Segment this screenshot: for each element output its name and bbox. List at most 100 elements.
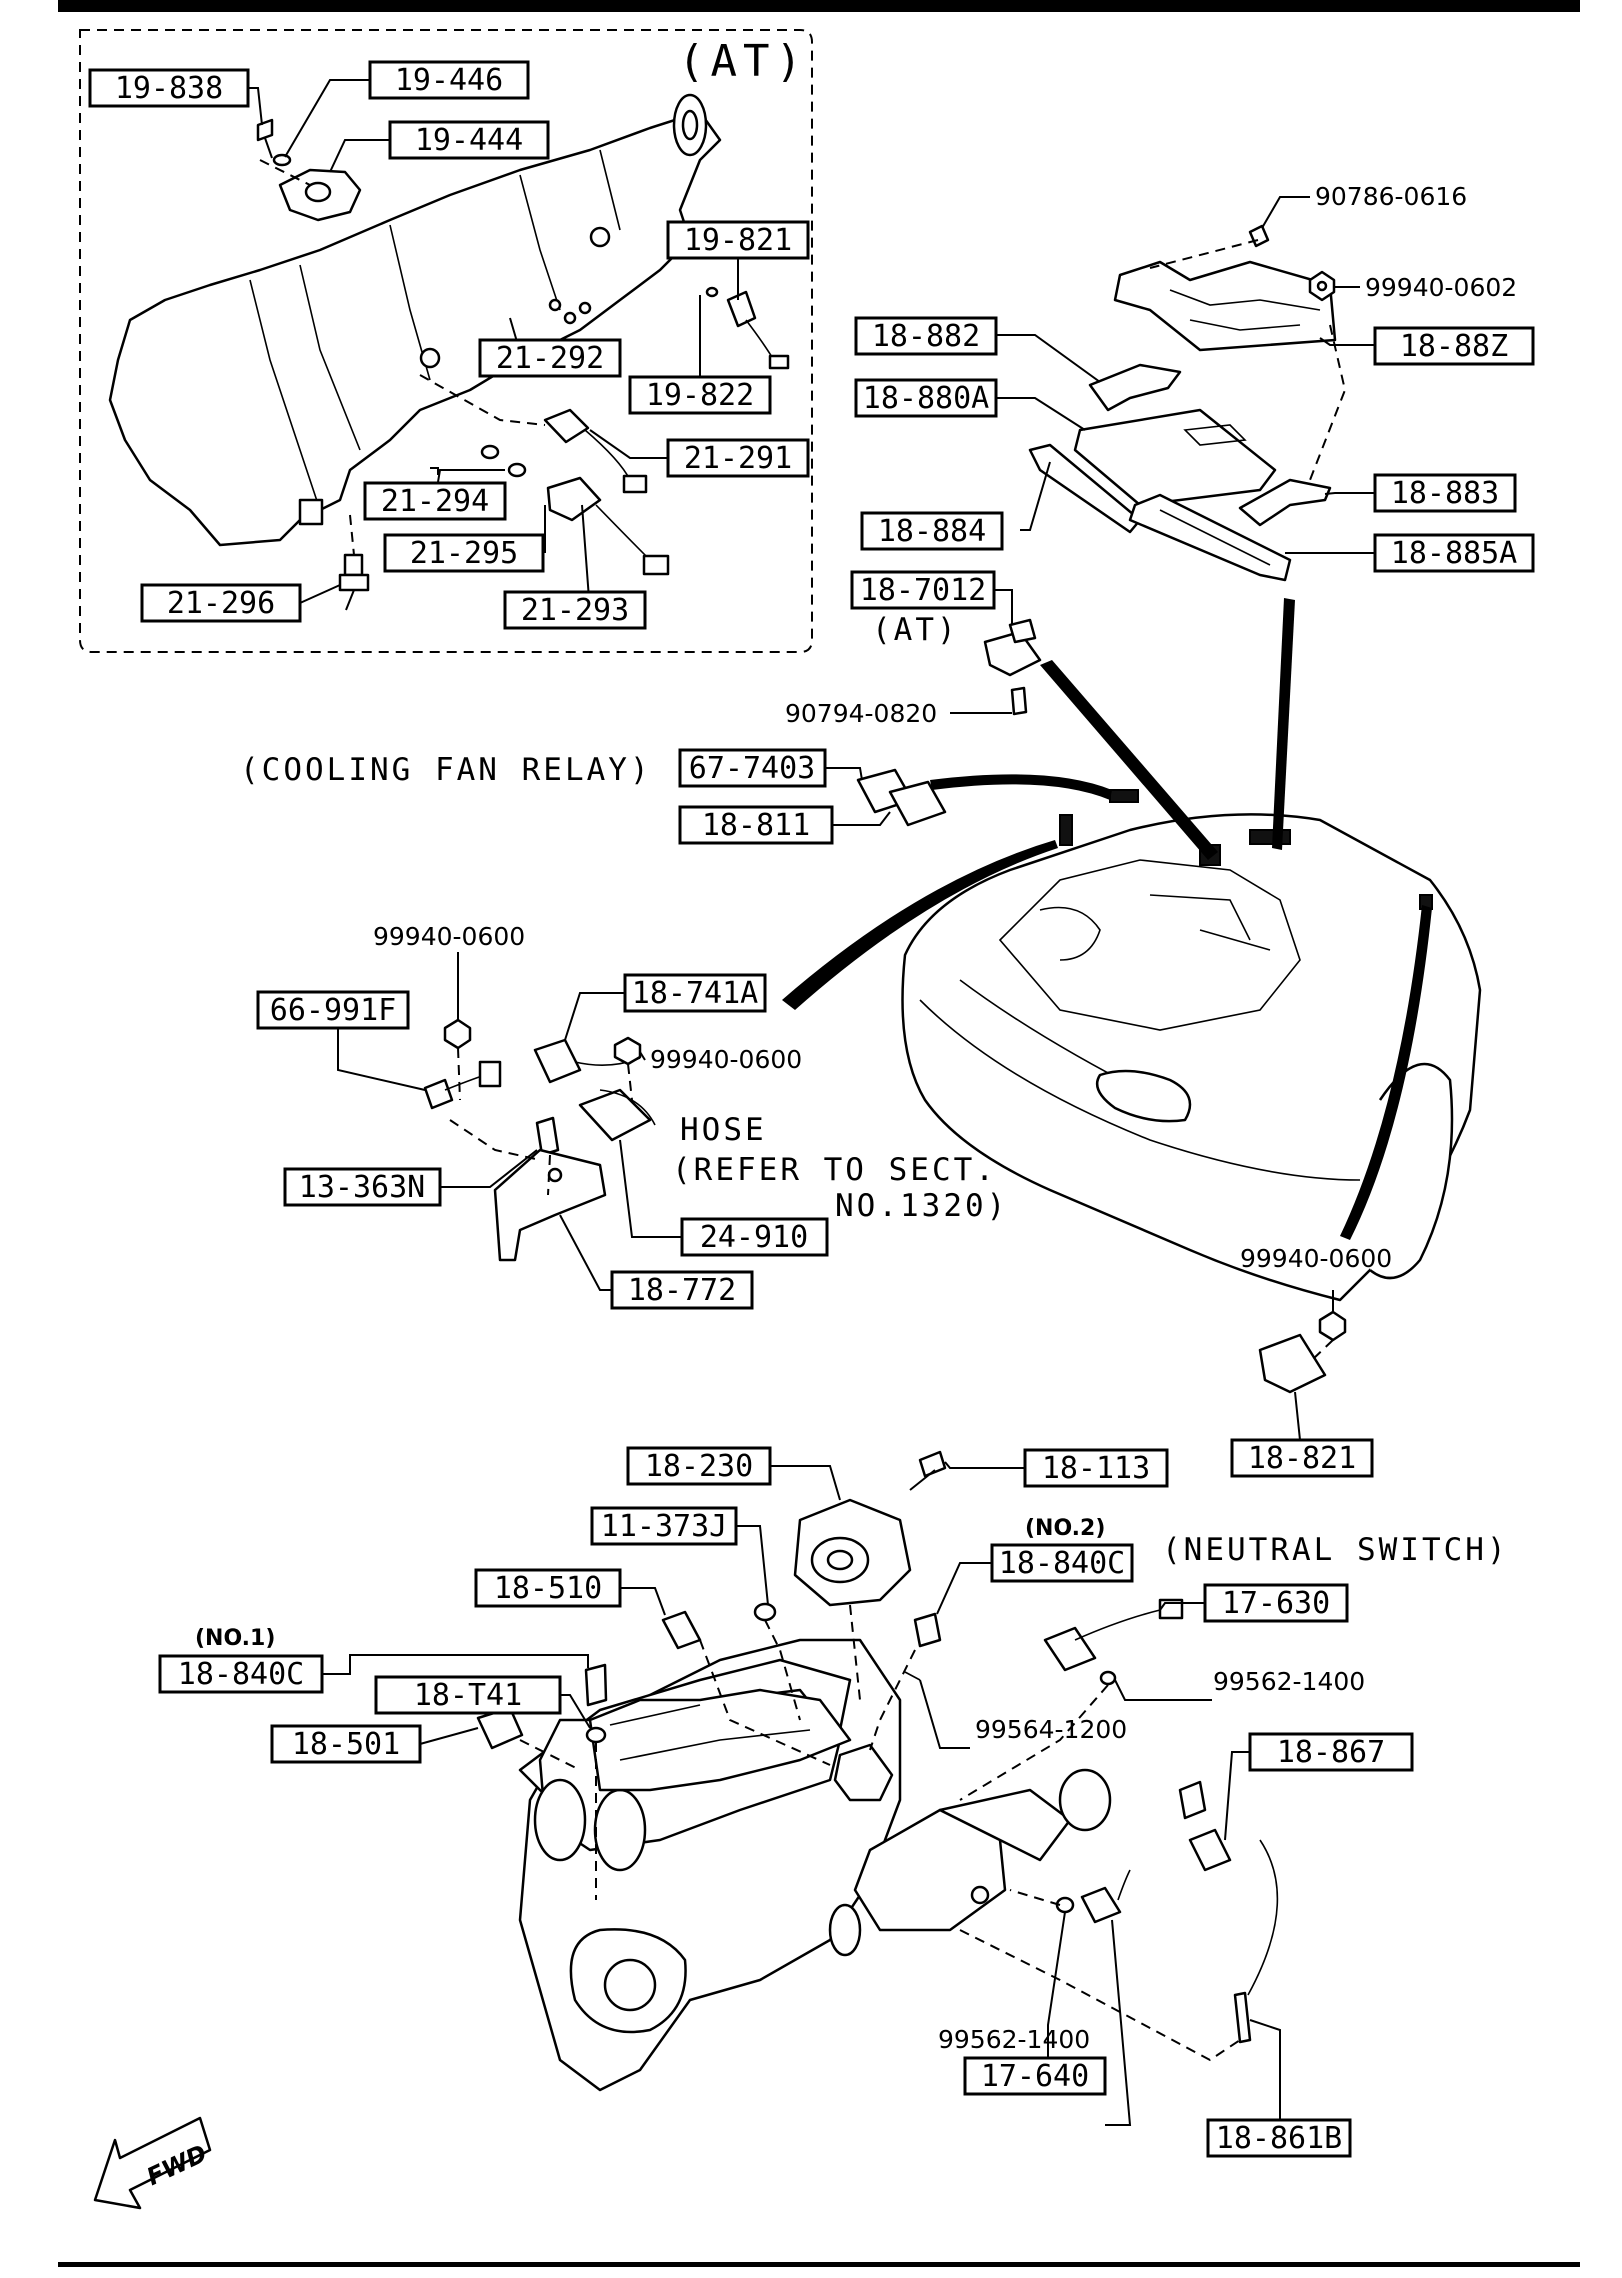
part-90786-0616: 90786-0616 <box>1315 182 1467 211</box>
svg-text:18-772: 18-772 <box>628 1273 736 1308</box>
svg-text:66-991F: 66-991F <box>270 993 396 1028</box>
part-99940-0600-b: 99940-0600 <box>650 1045 802 1074</box>
callout-19-446: 19-446 <box>368 60 530 100</box>
callout-13-363N: 13-363N <box>283 1167 442 1207</box>
svg-text:18-840C: 18-840C <box>178 1657 304 1692</box>
callout-18-884: 18-884 <box>860 511 1004 551</box>
transmission-housing-drawing <box>108 93 722 547</box>
relay-18-821-drawing <box>1258 1310 1347 1394</box>
callout-18-7012: 18-7012 <box>850 570 996 610</box>
part-99940-0602: 99940-0602 <box>1365 273 1517 302</box>
part-90794-0820: 90794-0820 <box>785 699 937 728</box>
svg-text:18-882: 18-882 <box>872 319 980 354</box>
svg-text:18-885A: 18-885A <box>1391 536 1517 571</box>
svg-text:18-821: 18-821 <box>1248 1441 1356 1476</box>
callout-18-T41: 18-T41 <box>374 1675 562 1715</box>
svg-text:18-88Z: 18-88Z <box>1400 329 1508 364</box>
part-99940-0600-c: 99940-0600 <box>1240 1244 1392 1273</box>
svg-text:18-T41: 18-T41 <box>414 1678 522 1713</box>
note-refer-line1: (REFER TO SECT. <box>672 1152 997 1188</box>
svg-text:24-910: 24-910 <box>700 1220 808 1255</box>
callout-17-640: 17-640 <box>963 2056 1107 2096</box>
callout-18-88Z: 18-88Z <box>1373 326 1535 366</box>
svg-text:21-293: 21-293 <box>521 593 629 628</box>
callout-18-510: 18-510 <box>474 1568 622 1608</box>
top-border-bar <box>58 0 1580 12</box>
callout-18-772: 18-772 <box>610 1270 754 1310</box>
note-refer-line2: NO.1320) <box>835 1188 1008 1224</box>
svg-text:13-363N: 13-363N <box>299 1170 425 1205</box>
svg-text:18-840C: 18-840C <box>999 1546 1125 1581</box>
callout-21-292: 21-292 <box>478 338 622 378</box>
svg-text:18-811: 18-811 <box>702 808 810 843</box>
svg-text:19-822: 19-822 <box>646 378 754 413</box>
callout-17-630: 17-630 <box>1203 1583 1349 1623</box>
svg-text:67-7403: 67-7403 <box>689 751 815 786</box>
sensor-21-293-drawing <box>507 462 670 576</box>
svg-text:19-838: 19-838 <box>115 71 223 106</box>
svg-text:18-741A: 18-741A <box>632 976 758 1011</box>
callout-18-840C-no1: 18-840C <box>158 1654 324 1694</box>
callout-21-293: 21-293 <box>503 590 647 630</box>
part-99564-1200: 99564-1200 <box>975 1715 1127 1744</box>
fwd-arrow-icon: FWD <box>93 2116 211 2210</box>
callout-18-230: 18-230 <box>626 1446 772 1486</box>
svg-text:18-880A: 18-880A <box>863 381 989 416</box>
callout-18-883: 18-883 <box>1373 473 1517 513</box>
callout-18-811: 18-811 <box>678 805 834 845</box>
svg-text:21-294: 21-294 <box>381 484 489 519</box>
callout-18-882: 18-882 <box>854 316 998 356</box>
svg-text:11-373J: 11-373J <box>601 1509 727 1544</box>
callout-18-821: 18-821 <box>1230 1438 1374 1478</box>
note-no1: (NO.1) <box>195 1626 275 1651</box>
svg-text:17-640: 17-640 <box>981 2059 1089 2094</box>
bottom-border-bar <box>58 2262 1580 2267</box>
note-labels: (AT) (COOLING FAN RELAY) HOSE (REFER TO … <box>195 612 1509 1651</box>
callout-24-910: 24-910 <box>680 1217 829 1257</box>
ecu-bracket-group <box>983 224 1347 716</box>
svg-text:18-113: 18-113 <box>1042 1451 1150 1486</box>
note-no2: (NO.2) <box>1025 1516 1105 1541</box>
callout-18-880A: 18-880A <box>854 378 998 418</box>
callout-19-821: 19-821 <box>666 220 810 260</box>
part-number-labels: 90786-0616 99940-0602 90794-0820 99940-0… <box>373 182 1517 2054</box>
part-99562-1400-b: 99562-1400 <box>938 2025 1090 2054</box>
svg-text:19-444: 19-444 <box>415 123 523 158</box>
cooling-fan-relays-drawing <box>856 768 947 827</box>
callout-18-885A: 18-885A <box>1373 533 1535 573</box>
svg-text:18-883: 18-883 <box>1391 476 1499 511</box>
pointer-wedges <box>782 598 1432 1240</box>
note-at-relay: (AT) <box>872 612 959 648</box>
svg-text:21-292: 21-292 <box>496 341 604 376</box>
svg-text:19-821: 19-821 <box>684 223 792 258</box>
note-cooling-fan-relay: (COOLING FAN RELAY) <box>240 752 652 788</box>
callout-19-838: 19-838 <box>88 68 250 108</box>
callout-19-822: 19-822 <box>628 375 772 415</box>
svg-text:19-446: 19-446 <box>395 63 503 98</box>
callout-21-291: 21-291 <box>666 438 810 478</box>
svg-text:18-861B: 18-861B <box>1216 2121 1342 2156</box>
plug-21-296-drawing <box>338 553 370 611</box>
svg-text:18-230: 18-230 <box>645 1449 753 1484</box>
callout-18-840C-no2: 18-840C <box>990 1543 1134 1583</box>
svg-text:21-296: 21-296 <box>167 586 275 621</box>
at-transmission-group: (AT) <box>79 29 813 653</box>
solenoid-bracket-group <box>423 1018 656 1262</box>
svg-text:18-7012: 18-7012 <box>860 573 986 608</box>
callout-18-113: 18-113 <box>1023 1448 1169 1488</box>
callout-boxes: 19-838 19-446 19-444 19-821 21-292 19-82… <box>88 60 1535 2158</box>
callout-21-295: 21-295 <box>383 533 545 573</box>
callout-66-991F: 66-991F <box>256 990 410 1030</box>
svg-text:21-291: 21-291 <box>684 441 792 476</box>
svg-text:18-884: 18-884 <box>878 514 986 549</box>
svg-text:18-510: 18-510 <box>494 1571 602 1606</box>
callout-21-296: 21-296 <box>140 583 302 623</box>
callout-18-867: 18-867 <box>1248 1732 1414 1772</box>
switch-19-821-drawing <box>705 286 790 370</box>
svg-text:21-295: 21-295 <box>410 536 518 571</box>
note-neutral-switch: (NEUTRAL SWITCH) <box>1162 1532 1509 1568</box>
svg-text:18-867: 18-867 <box>1277 1735 1385 1770</box>
callout-21-294: 21-294 <box>363 481 507 521</box>
leader-lines <box>248 79 1375 2126</box>
